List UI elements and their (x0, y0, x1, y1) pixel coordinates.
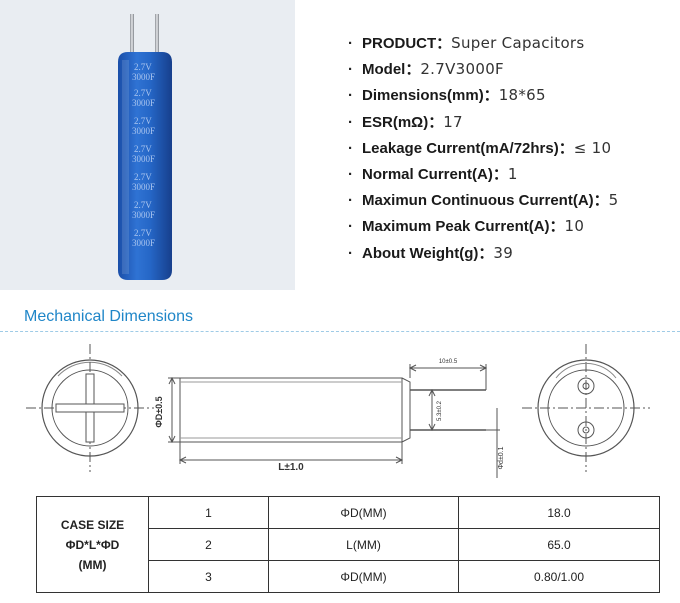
table-row: 3 ΦD(MM) 0.80/1.00 (37, 560, 660, 593)
spec-label: Dimensions(mm)： (362, 87, 499, 105)
product-photo: 2.7V 3000F 2.7V 3000F 2.7V 3000F 2.7V 30… (0, 0, 295, 290)
row-index: 3 (148, 560, 269, 593)
row-index: 1 (148, 496, 269, 529)
spec-row: · About Weight(g)：39 (348, 242, 678, 268)
bullet-icon: · (348, 244, 353, 262)
spec-value: 1 (507, 164, 518, 183)
spec-row: · Leakage Current(mA/72hrs)：≤ 10 (348, 137, 678, 163)
spec-label: Maximum Peak Current(A)： (362, 218, 565, 236)
spec-value: ≤ 10 (573, 138, 612, 157)
mechanical-drawing: ΦD±0.5 L±1.0 10±0.5 5.3±0.2 Φd±0.1 (26, 344, 650, 478)
bullet-icon: · (348, 87, 353, 105)
dimension-name: ΦD(MM) (268, 560, 459, 593)
svg-text:3000F: 3000F (132, 182, 155, 192)
spec-row: · ESR(mΩ)：17 (348, 111, 678, 137)
bullet-icon: · (348, 165, 353, 183)
section-divider (0, 331, 680, 332)
spec-row: · Maximum Peak Current(A)：10 (348, 215, 678, 241)
svg-text:3000F: 3000F (132, 98, 155, 108)
dimensions-table: CASE SIZE ΦD*L*ΦD (MM) 1 ΦD(MM) 18.0 2 L… (36, 496, 660, 593)
case-size-cell: CASE SIZE ΦD*L*ΦD (MM) (36, 496, 149, 593)
lead-pin-left (130, 14, 134, 56)
bullet-icon: · (348, 61, 353, 79)
dimension-value: 65.0 (458, 528, 660, 561)
spec-value: 18*65 (498, 86, 546, 105)
row-index: 2 (148, 528, 269, 561)
svg-text:3000F: 3000F (132, 72, 155, 82)
bullet-icon: · (348, 218, 353, 236)
spec-row: · Maximun Continuous Current(A)：5 (348, 189, 678, 215)
spec-list: · PRODUCT：Super Capacitors · Model：2.7V3000… (348, 32, 678, 268)
spec-value: 2.7V3000F (420, 60, 504, 79)
spec-label: About Weight(g)： (362, 244, 494, 262)
svg-text:3000F: 3000F (132, 238, 155, 248)
spec-row: · Dimensions(mm)：18*65 (348, 84, 678, 110)
spec-row: · PRODUCT：Super Capacitors (348, 32, 678, 58)
spec-label: Normal Current(A)： (362, 165, 508, 183)
lead-diameter-label: Φd±0.1 (498, 446, 505, 469)
capacitor-body (118, 52, 172, 280)
length-label: L±1.0 (278, 462, 304, 473)
spec-value: 39 (493, 243, 514, 262)
diameter-label: ΦD±0.5 (154, 396, 164, 427)
section-title: Mechanical Dimensions (24, 308, 193, 325)
bullet-icon: · (348, 192, 353, 210)
spec-value: Super Capacitors (451, 34, 585, 52)
svg-text:2.7V: 2.7V (134, 228, 152, 238)
spec-label: Model： (362, 61, 421, 79)
spec-label: PRODUCT： (362, 35, 452, 52)
spec-value: 10 (564, 217, 585, 236)
svg-text:2.7V: 2.7V (134, 200, 152, 210)
dimension-value: 0.80/1.00 (458, 560, 660, 593)
svg-text:3000F: 3000F (132, 210, 155, 220)
case-size-line: CASE SIZE (60, 517, 125, 532)
lead-pin-right (155, 14, 159, 56)
case-size-line: ΦD*L*ΦD (65, 537, 120, 552)
dimension-name: ΦD(MM) (268, 496, 459, 529)
svg-text:3000F: 3000F (132, 126, 155, 136)
spec-value: 17 (443, 112, 463, 131)
spec-row: · Normal Current(A)：1 (348, 163, 678, 189)
bullet-icon: · (348, 139, 353, 157)
spec-label: Leakage Current(mA/72hrs)： (362, 139, 574, 157)
svg-text:2.7V: 2.7V (134, 116, 152, 126)
spec-value: 5 (608, 191, 619, 210)
lead-length-label: 10±0.5 (439, 359, 458, 365)
svg-text:2.7V: 2.7V (134, 172, 152, 182)
spec-label: Maximun Continuous Current(A)： (362, 192, 609, 210)
side-view (168, 364, 500, 478)
svg-text:2.7V: 2.7V (134, 88, 152, 98)
dimension-name: L(MM) (268, 528, 459, 561)
table-row: CASE SIZE ΦD*L*ΦD (MM) 1 ΦD(MM) 18.0 (36, 496, 660, 593)
sleeve-voltage-text: 2.7V (134, 62, 152, 72)
end-view-right (522, 344, 650, 472)
case-size-line: (MM) (78, 557, 107, 572)
end-view-left (26, 344, 154, 472)
spec-label: ESR(mΩ)： (362, 113, 444, 131)
svg-text:2.7V: 2.7V (134, 144, 152, 154)
svg-text:3000F: 3000F (132, 154, 155, 164)
dimension-value: 18.0 (458, 496, 660, 529)
spec-row: · Model：2.7V3000F (348, 58, 678, 84)
table-row: 2 L(MM) 65.0 (37, 528, 660, 561)
capacitor-image: 2.7V 3000F 2.7V 3000F 2.7V 3000F 2.7V 30… (0, 0, 295, 290)
pin-spacing-label: 5.3±0.2 (437, 400, 443, 421)
bullet-icon: · (348, 113, 353, 131)
sleeve-markings: 2.7V 3000F 2.7V 3000F 2.7V 3000F 2.7V 30… (132, 62, 155, 248)
bullet-icon: · (348, 35, 353, 52)
